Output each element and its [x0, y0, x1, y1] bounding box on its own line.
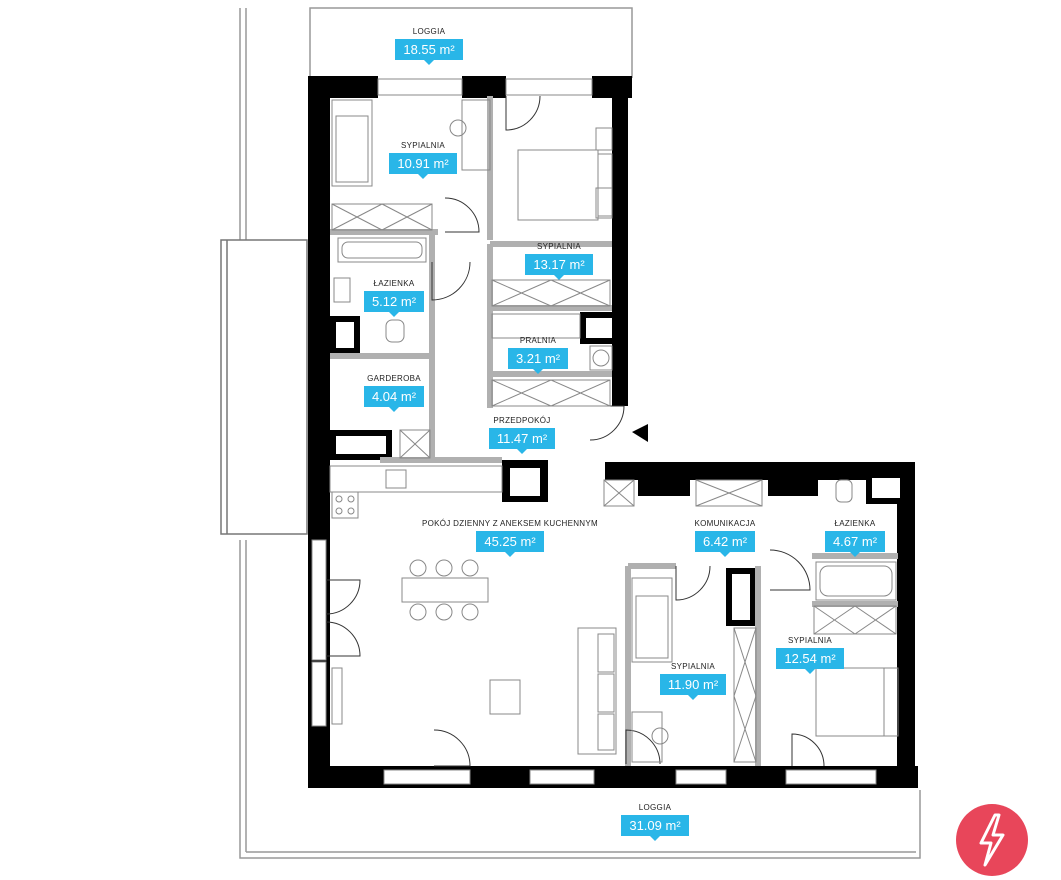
- loggia-outline-top: [239, 7, 633, 240]
- room-area: 12.54 m²: [776, 648, 844, 674]
- room-name: SYPIALNIA: [787, 636, 833, 645]
- room-name: LOGGIA: [412, 27, 446, 36]
- bathtub-2: [815, 561, 897, 601]
- room-name: PRZEDPOKÓJ: [493, 416, 551, 425]
- cooktop: [331, 491, 359, 519]
- closet-3: [491, 379, 611, 407]
- dining-table: [401, 577, 489, 603]
- room-name: PRALNIA: [519, 336, 557, 345]
- room-name: SYPIALNIA: [670, 662, 716, 671]
- column-cutouts: [336, 318, 900, 620]
- room-name: POKÓJ DZIENNY Z ANEKSEM KUCHENNYM: [421, 519, 598, 528]
- furniture: [329, 99, 899, 763]
- room-area: 6.42 m²: [694, 531, 756, 557]
- closet-4: [813, 605, 897, 635]
- room-name: SYPIALNIA: [536, 242, 582, 251]
- washing-machine: [589, 345, 613, 371]
- room-wardrobe: GARDEROBA 4.04 m²: [344, 374, 444, 412]
- room-bedroom-1: SYPIALNIA 10.91 m²: [373, 141, 473, 179]
- double-bed: [517, 149, 599, 221]
- room-loggia-top: LOGGIA 18.55 m²: [379, 27, 479, 65]
- kitchen-counter: [329, 465, 503, 493]
- room-hall: PRZEDPOKÓJ 11.47 m²: [472, 416, 572, 454]
- room-area: 4.04 m²: [363, 386, 425, 412]
- tv-cabinet: [331, 667, 343, 725]
- room-area: 10.91 m²: [389, 153, 457, 179]
- room-loggia-bottom: LOGGIA 31.09 m²: [605, 803, 705, 841]
- room-laundry: PRALNIA 3.21 m²: [488, 336, 588, 374]
- room-bedroom-4: SYPIALNIA 11.90 m²: [643, 662, 743, 700]
- room-area: 11.47 m²: [488, 428, 556, 454]
- loggia-outline-bottom: [239, 540, 921, 859]
- room-living: POKÓJ DZIENNY Z ANEKSEM KUCHENNYM 45.25 …: [410, 519, 610, 557]
- closet-2: [491, 313, 581, 339]
- room-area: 3.21 m²: [507, 348, 569, 374]
- room-name: GARDEROBA: [367, 374, 421, 383]
- entry-closet: [603, 479, 635, 507]
- room-name: KOMUNIKACJA: [694, 519, 756, 528]
- double-bed-2: [815, 667, 885, 737]
- room-corridor: KOMUNIKACJA 6.42 m²: [675, 519, 775, 557]
- room-bedroom-3: SYPIALNIA 12.54 m²: [760, 636, 860, 674]
- room-area: 11.90 m²: [659, 674, 727, 700]
- bathtub: [337, 237, 427, 263]
- hall-closet: [695, 479, 763, 507]
- room-area: 31.09 m²: [621, 815, 689, 841]
- room-name: ŁAZIENKA: [834, 519, 876, 528]
- coffee-table: [489, 679, 521, 715]
- room-name: ŁAZIENKA: [373, 279, 415, 288]
- windows: [311, 78, 877, 785]
- bed: [331, 99, 373, 187]
- entrance-arrow-icon: [632, 424, 648, 442]
- room-name: SYPIALNIA: [400, 141, 446, 150]
- room-area: 45.25 m²: [476, 531, 544, 557]
- door-swings: [325, 95, 825, 767]
- washbasin: [333, 277, 351, 303]
- wardrobe-closet: [331, 203, 433, 231]
- sofa: [577, 627, 617, 755]
- bed-small: [631, 577, 673, 663]
- desk-2: [631, 711, 663, 763]
- room-bathroom-1: ŁAZIENKA 5.12 m²: [344, 279, 444, 317]
- room-bathroom-2: ŁAZIENKA 4.67 m²: [805, 519, 905, 557]
- toilet-2: [835, 479, 853, 503]
- closet-1: [491, 279, 611, 307]
- room-area: 13.17 m²: [525, 254, 593, 280]
- wardrobe-shelf: [399, 429, 431, 459]
- side-balcony: [220, 239, 308, 535]
- room-name: LOGGIA: [638, 803, 672, 812]
- toilet: [385, 319, 405, 343]
- room-bedroom-2: SYPIALNIA 13.17 m²: [509, 242, 609, 280]
- room-area: 4.67 m²: [824, 531, 886, 557]
- corridor-closet: [733, 627, 757, 763]
- room-area: 5.12 m²: [363, 291, 425, 317]
- room-area: 18.55 m²: [395, 39, 463, 65]
- brand-logo-icon: [956, 804, 1028, 876]
